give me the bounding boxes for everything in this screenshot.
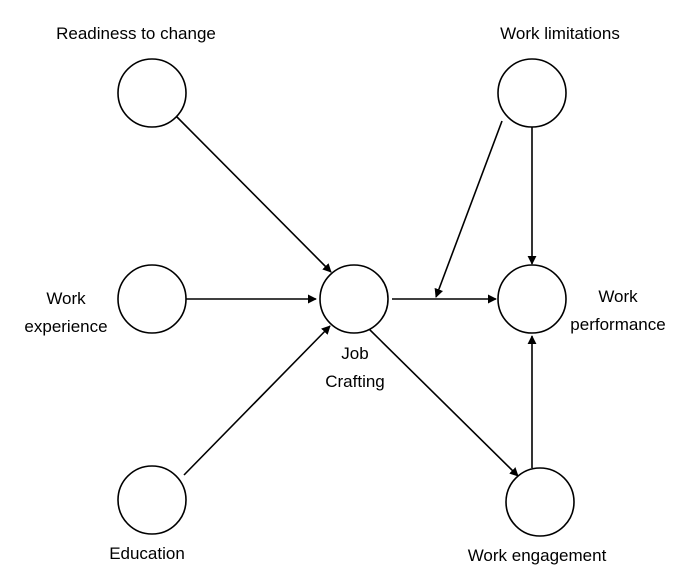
edges bbox=[175, 115, 537, 477]
node-work-engagement bbox=[505, 467, 575, 537]
labels: Readiness to change Work experience Educ… bbox=[24, 24, 665, 565]
label-work-limitations: Work limitations bbox=[500, 24, 620, 43]
node-work-experience bbox=[117, 264, 187, 334]
label-job-crafting-line1: Job bbox=[341, 344, 368, 363]
edge-crafting-to-engagement bbox=[367, 327, 519, 477]
node-work-performance bbox=[497, 264, 567, 334]
label-education: Education bbox=[109, 544, 185, 563]
label-work-engagement: Work engagement bbox=[468, 546, 607, 565]
label-work-performance-line2: performance bbox=[570, 315, 665, 334]
node-readiness-to-change bbox=[117, 58, 187, 128]
label-work-experience-line1: Work bbox=[46, 289, 86, 308]
label-work-performance-line1: Work bbox=[598, 287, 638, 306]
edge-readiness-to-crafting bbox=[175, 115, 332, 273]
node-job-crafting bbox=[319, 264, 389, 334]
nodes bbox=[117, 58, 575, 537]
label-work-experience-line2: experience bbox=[24, 317, 107, 336]
node-education bbox=[117, 465, 187, 535]
edge-education-to-crafting bbox=[183, 325, 331, 476]
label-readiness-to-change: Readiness to change bbox=[56, 24, 216, 43]
node-work-limitations bbox=[497, 58, 567, 128]
label-job-crafting-line2: Crafting bbox=[325, 372, 385, 391]
edge-limitations-to-path bbox=[434, 120, 503, 298]
